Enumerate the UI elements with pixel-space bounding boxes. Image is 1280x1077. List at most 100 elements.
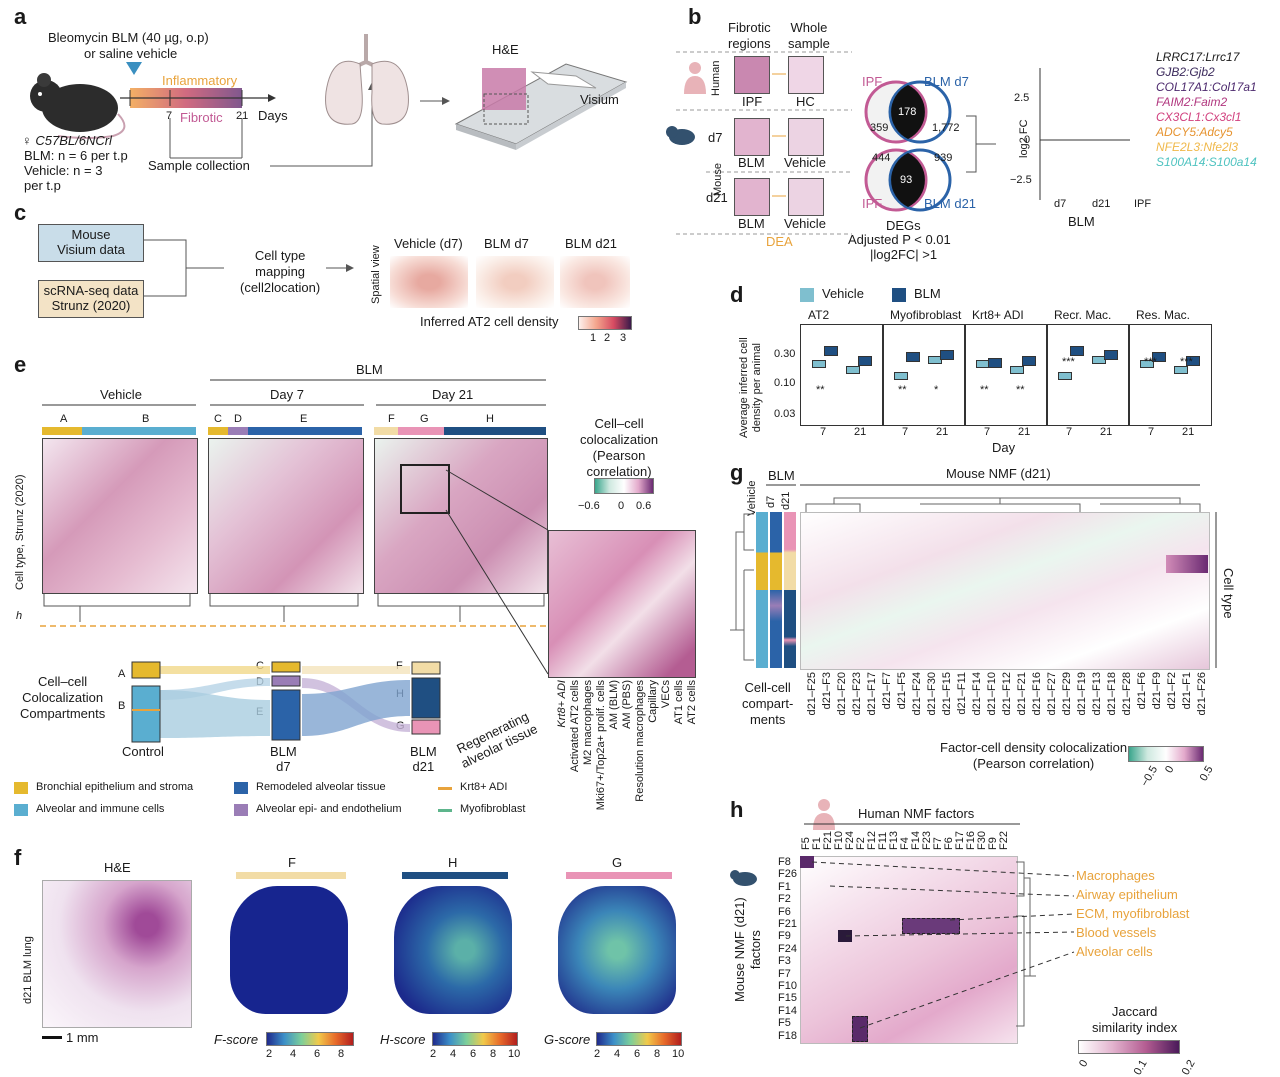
d21-label: d21 bbox=[706, 190, 728, 205]
treatment-text-2: or saline vehicle bbox=[84, 46, 178, 61]
spatial-map-vehicle bbox=[390, 256, 468, 308]
legend-swatch bbox=[234, 782, 248, 794]
sig-21: *** bbox=[1180, 356, 1193, 368]
spatial-v1-label: Vehicle (d7) bbox=[394, 236, 463, 251]
e-heatmap-day7 bbox=[208, 438, 364, 594]
venn2-right-label: BLM d21 bbox=[924, 196, 977, 211]
g-compartments-label: Cell-cell compart- ments bbox=[742, 680, 794, 727]
e-bar-F bbox=[374, 427, 398, 435]
sk-blm-d7: BLM d7 bbox=[270, 744, 297, 774]
sig-7: ** bbox=[898, 384, 907, 396]
zoom-row-label: AM (PBS) bbox=[621, 680, 633, 729]
g-d21-strip bbox=[784, 512, 796, 668]
legend-blm-label: BLM bbox=[914, 286, 941, 301]
f-H-t2: 4 bbox=[450, 1048, 457, 1060]
g-cbar-t1: −0.5 bbox=[1138, 764, 1161, 789]
g-factor-label: d21–F12 bbox=[1001, 672, 1013, 716]
e-compartments-label: Cell–cell Colocalization Compartments bbox=[20, 674, 106, 721]
mouse-visium-box: Mouse Visium data bbox=[38, 224, 144, 262]
h-title: Human NMF factors bbox=[858, 806, 975, 821]
veh-d21-thumb bbox=[788, 178, 824, 216]
day-7-tick: 7 bbox=[820, 426, 827, 438]
e-C: C bbox=[214, 413, 222, 425]
f-G-colorbar bbox=[596, 1032, 682, 1046]
e-F: F bbox=[388, 413, 395, 425]
sig-7: *** bbox=[1062, 356, 1075, 368]
f-G-score: G-score bbox=[544, 1032, 591, 1047]
injection-arrow-icon bbox=[126, 62, 142, 75]
scrna-box: scRNA-seq data Strunz (2020) bbox=[38, 280, 144, 318]
e-bar-H bbox=[444, 427, 546, 435]
e-cbar-t2: 0 bbox=[618, 500, 625, 512]
g-factor-label: d21–F29 bbox=[1061, 672, 1073, 716]
blm-label-2: BLM bbox=[738, 216, 765, 231]
g-col-dendrogram bbox=[805, 497, 1201, 512]
dea-label: DEA bbox=[766, 234, 793, 249]
e-vehicle-label: Vehicle bbox=[100, 387, 142, 402]
venn2-b: 939 bbox=[934, 152, 953, 164]
gene-label: ADCY5:Adcy5 bbox=[1156, 125, 1233, 139]
g-factor-label: d21–F24 bbox=[911, 672, 923, 716]
e-day7-label: Day 7 bbox=[270, 387, 304, 402]
e-B: B bbox=[142, 413, 150, 425]
zoom-row-label: AM (BLM) bbox=[608, 680, 620, 730]
fc-x3: IPF bbox=[1134, 198, 1152, 210]
f-F-t1: 2 bbox=[266, 1048, 273, 1060]
box-vehicle-7 bbox=[1058, 372, 1072, 380]
e-header-lines bbox=[42, 404, 546, 406]
gene-label: GJB2:Gjb2 bbox=[1156, 65, 1215, 79]
panel-label-f: f bbox=[14, 845, 22, 870]
h-human-icon bbox=[813, 799, 835, 830]
zoom-row-label: AT2 cells bbox=[686, 680, 698, 725]
fc-ytick-1: 2.5 bbox=[1014, 92, 1030, 104]
legend-label: Alveolar epi- and endothelium bbox=[256, 803, 402, 815]
panel-label-c: c bbox=[14, 200, 27, 225]
f-G-t4: 8 bbox=[654, 1048, 661, 1060]
sig-7: *** bbox=[1144, 356, 1157, 368]
d-ylabel: Average inferred cell density per animal bbox=[738, 337, 763, 438]
f-F-score: F-score bbox=[214, 1032, 259, 1047]
e-G: G bbox=[420, 413, 429, 425]
sig-7: ** bbox=[980, 384, 989, 396]
g-cbar-t2: 0 bbox=[1163, 764, 1177, 776]
legend-swatch bbox=[14, 782, 28, 794]
panel-label-d: d bbox=[730, 282, 744, 307]
venn1-b: 1,772 bbox=[932, 122, 960, 134]
box-blm-7 bbox=[1070, 346, 1084, 356]
box-blm-21 bbox=[1022, 356, 1036, 366]
h-cbar-t2: 0.1 bbox=[1131, 1058, 1150, 1077]
box-vehicle-21 bbox=[1010, 366, 1024, 374]
e-blm-label: BLM bbox=[356, 362, 383, 377]
d7-label: d7 bbox=[708, 130, 723, 145]
facet-title: Res. Mac. bbox=[1136, 308, 1191, 322]
h-row-label: F10 bbox=[778, 980, 797, 992]
g-factor-label: d21–F13 bbox=[1091, 672, 1103, 716]
sample-collection-label: Sample collection bbox=[148, 158, 250, 173]
panel-label-h: h bbox=[730, 797, 744, 822]
g-vehicle-strip bbox=[756, 512, 768, 668]
g-cbar-title: Factor-cell density colocalization (Pear… bbox=[940, 740, 1128, 771]
g-factor-label: d21–F10 bbox=[986, 672, 998, 716]
h-row-label: F24 bbox=[778, 942, 797, 955]
f-H-bar bbox=[402, 872, 508, 879]
days-label: Days bbox=[258, 108, 288, 123]
h-cbar-t1: 0 bbox=[1077, 1058, 1091, 1070]
f-G-t2: 4 bbox=[614, 1048, 621, 1060]
degs-label: DEGs bbox=[886, 218, 921, 233]
zoom-row-label: AT1 cells bbox=[673, 680, 685, 725]
e-cbar-title: Cell–cell colocalization (Pearson correl… bbox=[580, 416, 659, 479]
g-factor-label: d21–F26 bbox=[1196, 672, 1208, 716]
treatment-text-1: Bleomycin BLM (40 µg, o.p) bbox=[48, 30, 209, 45]
h-row-label: F14 bbox=[778, 1004, 797, 1017]
e-zoom-box bbox=[400, 464, 450, 514]
e-cbar-t1: −0.6 bbox=[578, 500, 600, 512]
box-blm-21 bbox=[1104, 350, 1118, 360]
veh-n: Vehicle: n = 3 bbox=[24, 163, 103, 178]
h-annotation-label: Macrophages bbox=[1076, 868, 1155, 883]
g-d21-label: d21 bbox=[780, 491, 792, 510]
g-factor-label: d21–F18 bbox=[1106, 672, 1118, 716]
tick-21: 21 bbox=[236, 110, 249, 122]
spatial-map-blm-d21 bbox=[560, 256, 630, 308]
c-connectors bbox=[144, 239, 354, 297]
blm-n: BLM: n = 6 per t.p bbox=[24, 148, 128, 163]
